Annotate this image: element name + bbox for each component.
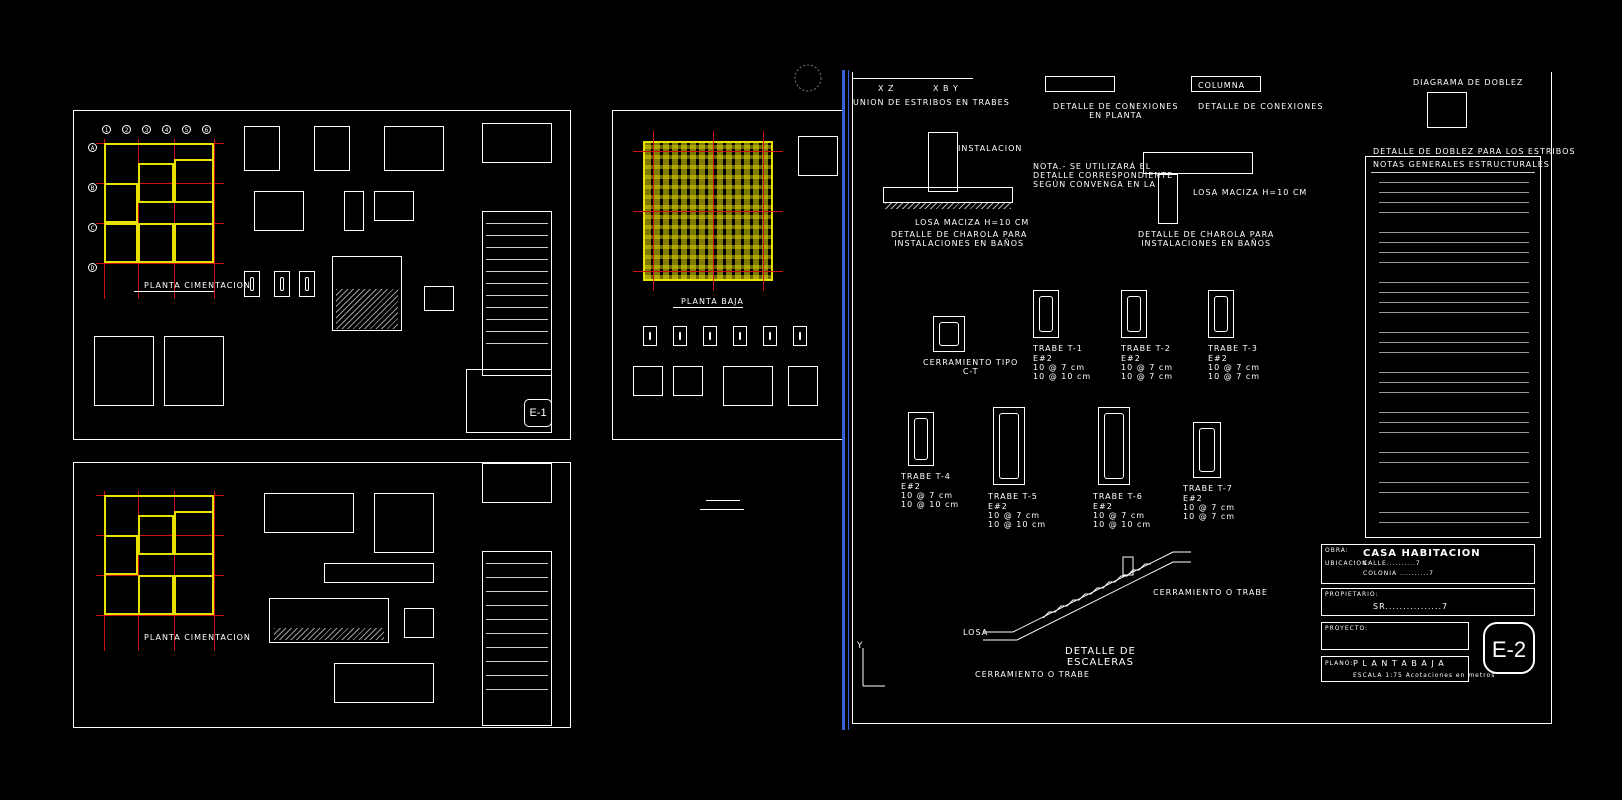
plan-title: PLANTA CIMENTACION (144, 633, 251, 642)
plan-title: PLANTA BAJA (681, 297, 744, 306)
viewport-divider[interactable] (842, 70, 845, 730)
trabe-t5-spec: E#2 10 @ 7 cm 10 @ 10 cm (988, 502, 1047, 529)
titleblock-plano[interactable] (1321, 656, 1469, 682)
trabe-t6-label: TRABE T-6 (1093, 492, 1143, 501)
charola-detail-right[interactable] (1143, 152, 1253, 174)
stair-detail[interactable] (973, 532, 1193, 652)
cerramiento-trabe-right: CERRAMIENTO O TRABE (1153, 588, 1268, 597)
compass-icon (794, 64, 822, 92)
detail-conexiones-planta: DETALLE DE CONEXIONES EN PLANTA (1053, 102, 1179, 120)
trabe-t1-section[interactable] (1033, 290, 1059, 338)
charola-caption-left: DETALLE DE CHAROLA PARA INSTALACIONES EN… (891, 230, 1028, 248)
trabe-t7-label: TRABE T-7 (1183, 484, 1233, 493)
obra-label: OBRA: (1325, 547, 1349, 554)
plano-value: P L A N T A B A J A (1353, 659, 1445, 668)
propietario-value: SR................7 (1373, 602, 1449, 611)
notes-panel-e1[interactable] (482, 211, 552, 376)
sheet-id-e1: E-1 (524, 399, 552, 427)
section-detail-1[interactable] (244, 271, 260, 297)
charola-caption-right: DETALLE DE CHAROLA PARA INSTALACIONES EN… (1138, 230, 1275, 248)
plan-title: PLANTA CIMENTACION (144, 281, 251, 290)
ucs-icon: Y (856, 641, 885, 687)
notes-panel-bl[interactable] (482, 551, 552, 726)
titleblock-obra[interactable] (1321, 544, 1535, 584)
trabe-t7-section[interactable] (1193, 422, 1221, 478)
sheet-e2[interactable]: X Z X B Y UNION DE ESTRIBOS EN TRABES DE… (852, 72, 1575, 724)
footing-detail-6[interactable] (374, 191, 414, 221)
notes-table-e1[interactable] (482, 123, 552, 163)
footing-detail-2[interactable] (314, 126, 350, 171)
axis-label-left: X Z (878, 84, 895, 93)
floating-detail[interactable] (700, 496, 744, 510)
escaleras-label: DETALLE DE ESCALERAS (1065, 646, 1136, 668)
trabe-t2-section[interactable] (1121, 290, 1147, 338)
stirrup-bend-diagram[interactable] (1427, 92, 1467, 128)
losa-label: LOSA (963, 628, 989, 637)
footing-detail-4[interactable] (254, 191, 304, 231)
propietario-label: PROPIETARIO: (1325, 591, 1379, 598)
section-detail-2[interactable] (274, 271, 290, 297)
column-detail-2[interactable] (164, 336, 224, 406)
instalacion-label: INSTALACION (958, 144, 1023, 153)
titleblock-proyecto[interactable] (1321, 622, 1469, 650)
trabe-t5-section[interactable] (993, 407, 1025, 485)
notes-table-bl[interactable] (482, 463, 552, 503)
header-left: UNION DE ESTRIBOS EN TRABES (853, 98, 1010, 107)
foundation-plan-copy[interactable] (96, 491, 224, 651)
trabe-t3-label: TRABE T-3 (1208, 344, 1258, 353)
detail-conexiones: DETALLE DE CONEXIONES (1198, 102, 1324, 111)
columna-label: COLUMNA (1198, 81, 1246, 90)
charola-detail-left[interactable] (928, 132, 958, 192)
trabe-t6-section[interactable] (1098, 407, 1130, 485)
colonia-value: COLONIA ..........7 (1363, 570, 1434, 577)
diagrama-doblez: DIAGRAMA DE DOBLEZ (1413, 78, 1524, 87)
axis-label-right: X B Y (933, 84, 959, 93)
obra-value: CASA HABITACION (1363, 548, 1481, 559)
detalle-doblez: DETALLE DE DOBLEZ PARA LOS ESTRIBOS (1373, 147, 1576, 156)
sheet-id-e2: E-2 (1483, 622, 1535, 674)
notes-panel-e2[interactable] (1365, 156, 1541, 538)
trabe-t4-spec: E#2 10 @ 7 cm 10 @ 10 cm (901, 482, 960, 509)
titleblock-propietario[interactable] (1321, 588, 1535, 616)
trabe-t1-label: TRABE T-1 (1033, 344, 1083, 353)
ubicacion-label: UBICACION: (1325, 560, 1371, 567)
trabe-t6-spec: E#2 10 @ 7 cm 10 @ 10 cm (1093, 502, 1152, 529)
trabe-t4-label: TRABE T-4 (901, 472, 951, 481)
section-detail-3[interactable] (299, 271, 315, 297)
trabe-t7-spec: E#2 10 @ 7 cm 10 @ 7 cm (1183, 494, 1236, 521)
section-detail-5[interactable] (424, 286, 454, 311)
sheet-bottom-left[interactable]: PLANTA CIMENTACION (73, 462, 571, 728)
plano-label: PLANO: (1325, 660, 1354, 667)
trabe-t4-section[interactable] (908, 412, 934, 466)
cerramiento-section[interactable] (933, 316, 965, 352)
footing-detail-3[interactable] (384, 126, 444, 171)
trabe-t2-label: TRABE T-2 (1121, 344, 1171, 353)
trabe-t3-section[interactable] (1208, 290, 1234, 338)
nota-text: NOTA.- SE UTILIZARÁ EL DETALLE CORRESPON… (1033, 162, 1174, 189)
notas-title: NOTAS GENERALES ESTRUCTURALES (1373, 160, 1550, 169)
trabe-t2-spec: E#2 10 @ 7 cm 10 @ 7 cm (1121, 354, 1174, 381)
trabe-t5-label: TRABE T-5 (988, 492, 1038, 501)
section-detail-4[interactable] (332, 256, 402, 331)
svg-text:Y: Y (856, 641, 863, 651)
trabe-t3-spec: E#2 10 @ 7 cm 10 @ 7 cm (1208, 354, 1261, 381)
cerramiento-tipo: CERRAMIENTO TIPO C-T (923, 358, 1019, 376)
sheet-e1[interactable]: PLANTA CIMENTACION 1 2 3 4 5 6 A B C D E… (73, 110, 571, 440)
footing-detail-5[interactable] (344, 191, 364, 231)
losa-maciza-right: LOSA MACIZA H=10 CM (1193, 188, 1308, 197)
foundation-plan[interactable] (96, 139, 224, 299)
column-detail-1[interactable] (94, 336, 154, 406)
sheet-planta-baja[interactable]: PLANTA BAJA (612, 110, 842, 440)
proyecto-label: PROYECTO: (1325, 625, 1369, 632)
escala-value: ESCALA 1:75 Acotaciones en metros (1353, 672, 1496, 679)
ubicacion-value: CALLE..........7 (1363, 560, 1421, 567)
losa-maciza-left: LOSA MACIZA H=10 CM (915, 218, 1030, 227)
footing-detail-1[interactable] (244, 126, 280, 171)
cerramiento-trabe-left: CERRAMIENTO O TRABE (975, 670, 1090, 679)
trabe-t1-spec: E#2 10 @ 7 cm 10 @ 10 cm (1033, 354, 1092, 381)
